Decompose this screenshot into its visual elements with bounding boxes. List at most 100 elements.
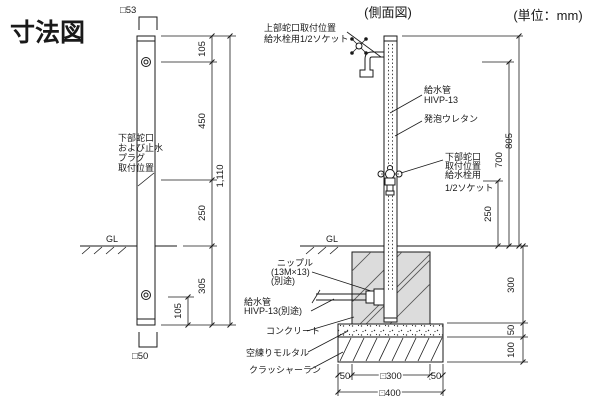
hatch-or-tick-line xyxy=(335,389,341,395)
svg-text:発泡ウレタン: 発泡ウレタン xyxy=(424,113,478,124)
hatch-or-tick-line xyxy=(495,243,501,249)
hatch-or-tick-line xyxy=(430,337,443,362)
upper-tap-hole-center xyxy=(143,59,149,65)
svg-text:および止水: および止水 xyxy=(118,142,163,153)
svg-text:給水栓用: 給水栓用 xyxy=(445,169,481,180)
svg-text:取付位置: 取付位置 xyxy=(118,162,154,173)
upper-tap-note: 上部蛇口取付位置 給水栓用1/2ソケット xyxy=(264,22,382,58)
supply-pipe-note-leader xyxy=(389,94,423,114)
post-bottom-section-symbol xyxy=(138,332,158,348)
gl-label-front: GL xyxy=(106,234,118,244)
svg-text:空練りモルタル: 空練りモルタル xyxy=(246,347,309,358)
hatch-or-tick-line xyxy=(440,372,446,378)
svg-text:HIVP-13(別途): HIVP-13(別途) xyxy=(244,305,302,316)
gl-label-side: GL xyxy=(326,234,338,244)
hatch-or-tick-line xyxy=(352,337,365,362)
hatch-or-tick-line xyxy=(209,33,215,39)
post-top-section-symbol xyxy=(138,16,158,30)
nipple-note: ニップル (13M×13) (別途) xyxy=(271,258,372,292)
svg-text:取付位置: 取付位置 xyxy=(445,160,481,171)
svg-text:下部蛇口: 下部蛇口 xyxy=(445,151,481,162)
dim-105-top: 105 xyxy=(197,41,208,57)
hatch-or-tick-line xyxy=(185,322,191,328)
hatch-or-tick-line xyxy=(209,243,215,249)
hatch-or-tick-line xyxy=(227,322,233,328)
buried-pipe-note: 給水管 HIVP-13(別途) xyxy=(244,296,335,316)
dim-305: 305 xyxy=(197,278,208,294)
svg-text:HIVP-13: HIVP-13 xyxy=(424,95,458,105)
hatch-or-tick-line xyxy=(339,337,352,362)
page-title: 寸法図 xyxy=(10,19,85,47)
urethane-note: 発泡ウレタン xyxy=(394,113,478,137)
lower-tap-hole-center xyxy=(143,292,149,298)
hatch-or-tick-line xyxy=(365,337,378,362)
bottom-extension-lines xyxy=(337,364,444,396)
pipe-break-mark xyxy=(311,289,321,304)
crusher-note: クラッシャーラン xyxy=(249,351,344,375)
svg-text:下部蛇口: 下部蛇口 xyxy=(118,132,154,143)
hatch-or-tick-line xyxy=(440,389,446,395)
dim-overall-1110: 1,110 xyxy=(215,164,226,187)
mortar-stipple xyxy=(338,324,443,337)
hatch-or-tick-line xyxy=(335,372,341,378)
hatch-or-tick-line xyxy=(209,322,215,328)
hatch-or-tick-line xyxy=(520,359,526,365)
concrete-note: コンクリート xyxy=(266,316,355,336)
front-view: □53 □50 GL 下部蛇口 および止水 プラグ 取付位置 xyxy=(80,5,236,362)
hatch-or-tick-line xyxy=(209,59,215,65)
svg-text:給水栓用1/2ソケット: 給水栓用1/2ソケット xyxy=(264,33,349,44)
upper-faucet-spout xyxy=(359,51,385,78)
dim-450: 450 xyxy=(197,113,208,129)
svg-text:プラグ: プラグ xyxy=(118,152,145,163)
dim-400-width: □400 xyxy=(379,388,401,399)
post-top-width-label: □53 xyxy=(120,5,136,16)
hatch-or-tick-line xyxy=(520,243,526,249)
hatch-or-tick-line xyxy=(349,372,355,378)
svg-text:ニップル: ニップル xyxy=(277,258,313,268)
dim-250-side: 250 xyxy=(483,206,494,222)
upper-faucet xyxy=(350,37,385,78)
dim-700: 700 xyxy=(494,152,505,168)
hatch-or-tick-line xyxy=(404,337,417,362)
dim-300-width: □300 xyxy=(380,371,402,382)
units-note: (単位：mm) xyxy=(513,8,582,23)
upper-faucet-handle-icon xyxy=(350,37,368,55)
hatch-or-tick-line xyxy=(378,337,391,362)
hatch-or-tick-line xyxy=(391,337,404,362)
lower-tap-note-side: 下部蛇口 取付位置 給水栓用 1/2ソケット xyxy=(400,151,494,193)
lower-faucet xyxy=(377,165,403,196)
front-view-extension-lines xyxy=(161,35,236,326)
crusher-note-leader xyxy=(310,351,344,370)
hatch-or-tick-line xyxy=(506,243,512,249)
lower-tap-note-leader xyxy=(137,172,155,187)
buried-pipe-note-leader xyxy=(310,298,335,312)
mortar-note-leader xyxy=(307,330,349,353)
svg-text:コンクリート: コンクリート xyxy=(266,326,320,336)
hatch-or-tick-line xyxy=(185,294,191,300)
svg-text:給水管: 給水管 xyxy=(244,296,271,307)
dim-300: 300 xyxy=(506,277,517,293)
svg-text:1/2ソケット: 1/2ソケット xyxy=(445,183,494,193)
svg-text:(別途): (別途) xyxy=(271,275,295,286)
side-view: GL 上部蛇口取付位置 給水栓用1/2ソケット 給水管 HIVP-13 発泡ウレ… xyxy=(244,22,528,400)
crusher-run-hatch xyxy=(339,337,443,362)
hatch-or-tick-line xyxy=(520,334,526,340)
nipple-assembly xyxy=(311,288,385,306)
mortar-note: 空練りモルタル xyxy=(246,330,349,358)
hatch-or-tick-line xyxy=(417,337,430,362)
gl-hatch-front xyxy=(81,246,127,255)
concrete-note-leader xyxy=(306,316,355,332)
dim-805: 805 xyxy=(504,133,515,149)
svg-text:クラッシャーラン: クラッシャーラン xyxy=(249,365,321,375)
supply-pipe-note: 給水管 HIVP-13 xyxy=(389,84,458,114)
lower-tap-note-leader xyxy=(400,159,444,174)
hatch-or-tick-line xyxy=(516,33,522,39)
hatch-or-tick-line xyxy=(506,59,512,65)
dim-50-mortar: 50 xyxy=(506,325,517,336)
post-front-outline xyxy=(136,35,156,326)
post-bottom-width-label: □50 xyxy=(132,351,148,362)
dim-250-front: 250 xyxy=(197,205,208,221)
nipple-note-leader xyxy=(311,271,372,292)
